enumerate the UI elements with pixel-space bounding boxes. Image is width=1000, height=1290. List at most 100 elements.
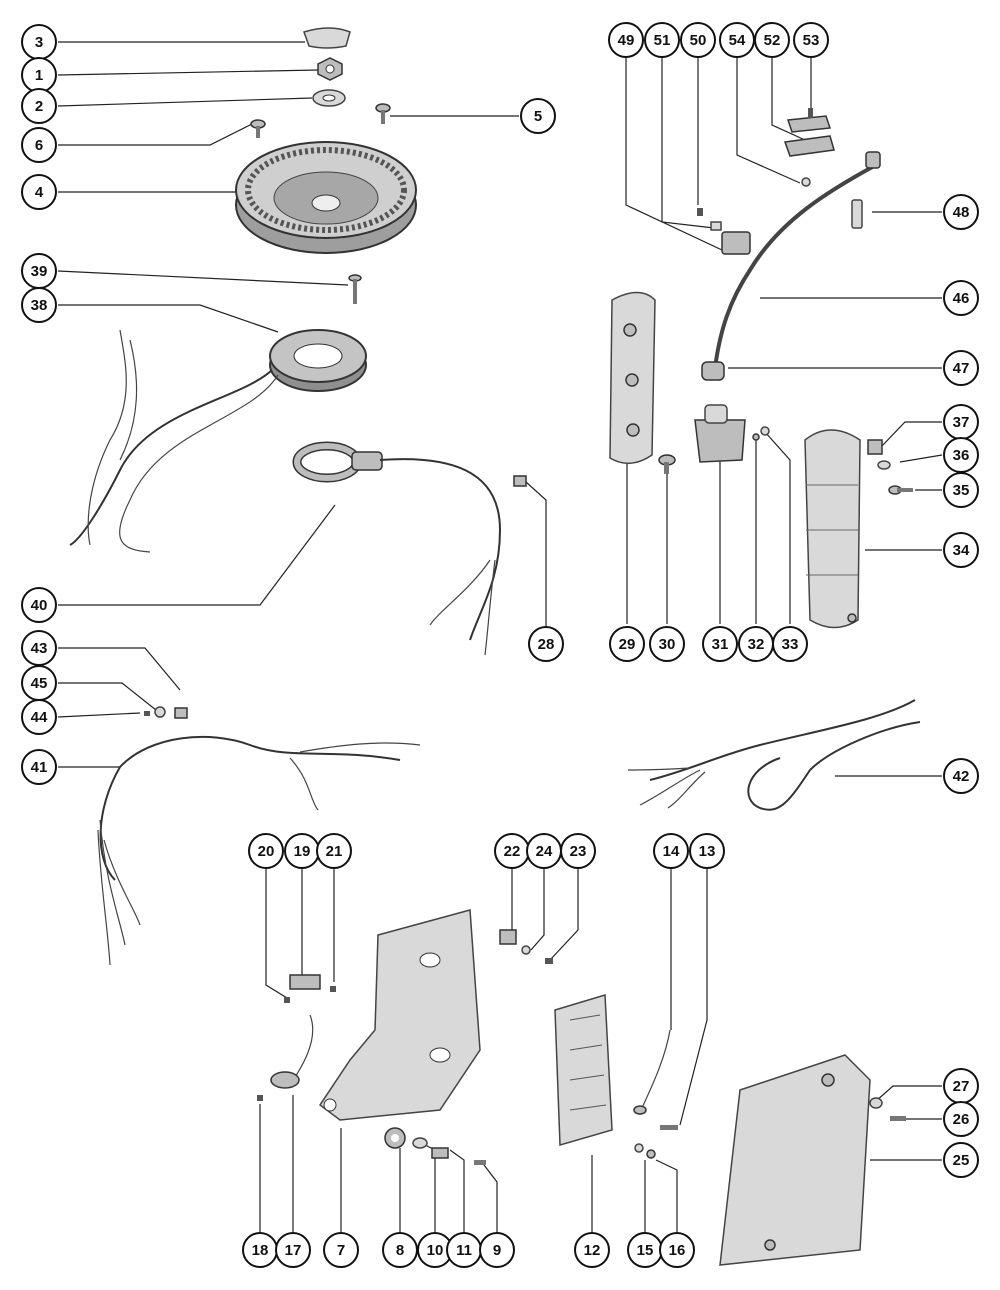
callout-11: 11 xyxy=(446,1232,482,1268)
callout-number: 11 xyxy=(456,1242,472,1259)
callout-2: 2 xyxy=(21,88,57,124)
callout-14: 14 xyxy=(653,833,689,869)
callout-number: 27 xyxy=(953,1078,970,1095)
stator xyxy=(69,329,367,553)
callout-number: 28 xyxy=(538,636,555,653)
callout-50: 50 xyxy=(680,22,716,58)
mounting-plate-7 xyxy=(318,909,481,1121)
parts-43-45-44 xyxy=(144,706,188,719)
callout-circle xyxy=(479,1232,515,1268)
callout-circle xyxy=(21,88,57,124)
callout-number: 51 xyxy=(654,32,671,49)
callout-circle xyxy=(680,22,716,58)
callout-circle xyxy=(248,833,284,869)
callout-10: 10 xyxy=(417,1232,453,1268)
callout-number: 5 xyxy=(534,108,542,125)
callout-number: 22 xyxy=(504,843,521,860)
parts-15-16 xyxy=(634,1143,656,1159)
callout-circle xyxy=(943,194,979,230)
parts-27-26 xyxy=(869,1097,906,1121)
callout-17: 17 xyxy=(275,1232,311,1268)
flywheel-washer xyxy=(312,89,346,107)
callout-number: 24 xyxy=(536,843,553,860)
callout-number: 1 xyxy=(35,67,43,84)
parts-8-10-11-9 xyxy=(384,1127,486,1165)
callout-number: 23 xyxy=(570,843,587,860)
callout-circle xyxy=(560,833,596,869)
callout-7: 7 xyxy=(323,1232,359,1268)
callout-number: 8 xyxy=(396,1242,404,1259)
callout-circle xyxy=(21,174,57,210)
callout-number: 43 xyxy=(31,640,48,657)
callout-number: 21 xyxy=(326,843,343,860)
callout-number: 19 xyxy=(294,843,311,860)
callout-number: 14 xyxy=(663,843,680,860)
callout-45: 45 xyxy=(21,665,57,701)
coil-mount-49-51-50 xyxy=(697,208,751,255)
coil-31 xyxy=(694,404,746,463)
callout-circle xyxy=(574,1232,610,1268)
callout-circle xyxy=(653,833,689,869)
callout-number: 45 xyxy=(31,675,48,692)
callout-number: 7 xyxy=(337,1242,345,1259)
callout-38: 38 xyxy=(21,287,57,323)
callout-circle xyxy=(528,626,564,662)
callout-51: 51 xyxy=(644,22,680,58)
plates-52-53-54 xyxy=(783,108,835,187)
callout-circle xyxy=(649,626,685,662)
callout-3: 3 xyxy=(21,24,57,60)
callout-42: 42 xyxy=(943,758,979,794)
callout-number: 15 xyxy=(637,1242,654,1259)
callout-number: 13 xyxy=(699,843,716,860)
spark-plug-lead xyxy=(701,151,881,381)
callout-9: 9 xyxy=(479,1232,515,1268)
callout-circle xyxy=(21,127,57,163)
callout-circle xyxy=(323,1232,359,1268)
callout-circle xyxy=(689,833,725,869)
callout-4: 4 xyxy=(21,174,57,210)
callout-8: 8 xyxy=(382,1232,418,1268)
callout-circle xyxy=(608,22,644,58)
callout-52: 52 xyxy=(754,22,790,58)
callout-32: 32 xyxy=(738,626,774,662)
callout-number: 18 xyxy=(252,1242,269,1259)
callout-number: 30 xyxy=(659,636,676,653)
callout-47: 47 xyxy=(943,350,979,386)
callout-circle xyxy=(316,833,352,869)
callout-6: 6 xyxy=(21,127,57,163)
callout-22: 22 xyxy=(494,833,530,869)
callout-41: 41 xyxy=(21,749,57,785)
callout-28: 28 xyxy=(528,626,564,662)
parts-22-24-23 xyxy=(499,929,553,964)
callout-circle xyxy=(275,1232,311,1268)
callout-number: 17 xyxy=(285,1242,302,1259)
callout-30: 30 xyxy=(649,626,685,662)
callout-16: 16 xyxy=(659,1232,695,1268)
callout-number: 38 xyxy=(31,297,48,314)
callout-number: 36 xyxy=(953,447,970,464)
parts-32-33 xyxy=(752,426,770,441)
callout-15: 15 xyxy=(627,1232,663,1268)
flywheel-screw-right xyxy=(375,103,391,124)
callout-49: 49 xyxy=(608,22,644,58)
callout-circle xyxy=(21,287,57,323)
callout-circle xyxy=(772,626,808,662)
clip-28 xyxy=(513,475,527,487)
callout-53: 53 xyxy=(793,22,829,58)
callout-number: 54 xyxy=(729,32,746,49)
callout-36: 36 xyxy=(943,437,979,473)
callout-number: 47 xyxy=(953,360,970,377)
callout-circle xyxy=(21,699,57,735)
callout-number: 49 xyxy=(618,32,635,49)
switch-box-34 xyxy=(804,429,861,629)
callout-46: 46 xyxy=(943,280,979,316)
harness-41 xyxy=(97,735,421,966)
leader-lines xyxy=(57,41,943,1232)
flywheel xyxy=(235,141,417,254)
callout-13: 13 xyxy=(689,833,725,869)
callout-12: 12 xyxy=(574,1232,610,1268)
callout-circle xyxy=(943,280,979,316)
callout-54: 54 xyxy=(719,22,755,58)
callout-circle xyxy=(609,626,645,662)
